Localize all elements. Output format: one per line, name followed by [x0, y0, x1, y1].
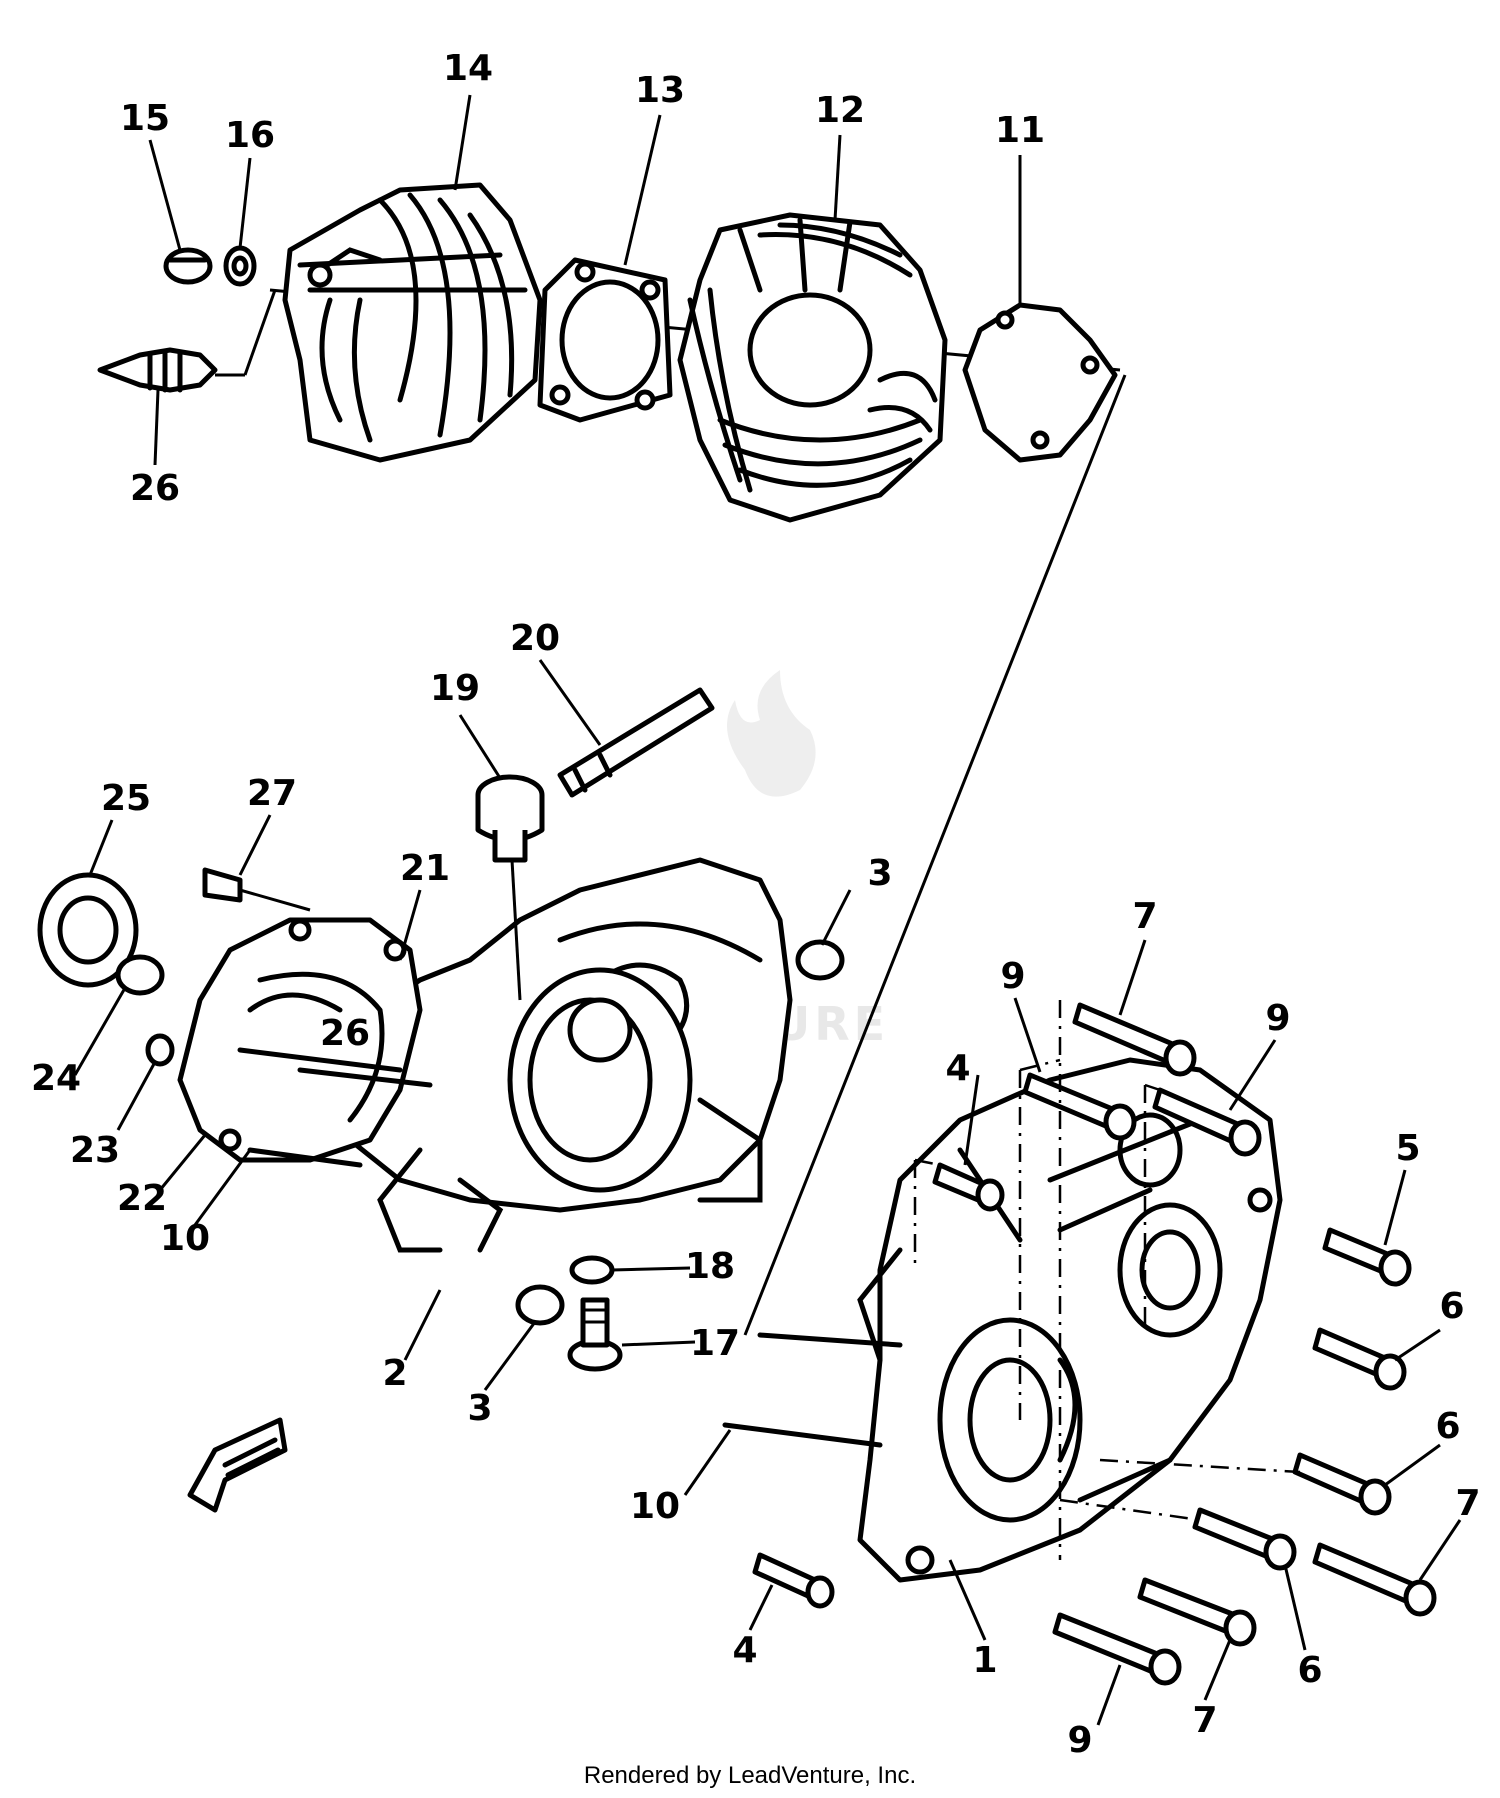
crankcase-cover — [177, 917, 423, 1163]
callout-26: 26 — [320, 1013, 370, 1054]
cylinder — [677, 212, 948, 523]
bolt-6-a — [1312, 1327, 1407, 1391]
alignment-lines — [913, 1000, 1301, 1560]
drain-washer — [569, 1255, 615, 1285]
stud-left — [247, 1067, 433, 1168]
callout-11: 11 — [995, 110, 1045, 151]
callout-4-bottom: 4 — [732, 1630, 757, 1671]
bolt-7-top — [1072, 1002, 1197, 1077]
bolt-9-b — [1152, 1087, 1262, 1157]
callout-10-right: 10 — [630, 1486, 680, 1527]
callout-9-right: 9 — [1265, 998, 1290, 1039]
bolt-9-a — [1022, 1072, 1137, 1141]
bolt-9-bottom — [1052, 1612, 1182, 1686]
callout-3-lower: 3 — [467, 1388, 492, 1429]
callout-6-bottom: 6 — [1297, 1650, 1322, 1691]
callout-15: 15 — [120, 98, 170, 139]
cap-nut — [163, 247, 213, 285]
spark-plug — [97, 289, 277, 393]
oil-seal — [37, 872, 139, 988]
dowel-upper — [795, 939, 845, 981]
callout-6-mid: 6 — [1435, 1406, 1460, 1447]
bolt-5 — [1322, 1227, 1412, 1287]
callout-10-left: 10 — [160, 1218, 210, 1259]
stud-10-right — [722, 1332, 903, 1448]
callout-23: 23 — [70, 1130, 120, 1171]
leader-lines — [73, 94, 1462, 1726]
side-gasket — [962, 302, 1118, 463]
bolt-6-b — [1292, 1452, 1392, 1516]
callout-7-bottom: 7 — [1192, 1700, 1217, 1741]
callout-7-right: 7 — [1455, 1483, 1480, 1524]
bolt-7-bottom — [1137, 1577, 1257, 1647]
callout-1: 1 — [972, 1640, 997, 1681]
callout-19: 19 — [430, 668, 480, 709]
bolt-4-bottom — [752, 1552, 835, 1609]
o-ring — [115, 954, 165, 996]
cylinder-base-gasket — [537, 257, 673, 423]
callout-4-top: 4 — [945, 1048, 970, 1089]
filler-cap — [475, 774, 545, 1001]
bolt-4-top — [932, 1162, 1005, 1212]
bolt-6-c — [1192, 1507, 1297, 1571]
footer-credit: Rendered by LeadVenture, Inc. — [583, 1762, 917, 1789]
bolt-7-right — [1312, 1542, 1437, 1617]
callout-16: 16 — [225, 115, 275, 156]
callout-5: 5 — [1395, 1128, 1420, 1169]
callout-22: 22 — [117, 1178, 167, 1219]
dowel-lower — [515, 1284, 565, 1326]
callout-18: 18 — [685, 1246, 735, 1287]
callout-25: 25 — [101, 778, 151, 819]
callout-9-left: 9 — [1000, 956, 1025, 997]
callouts: 14 13 12 11 15 16 26 20 19 27 25 21 26 2… — [31, 48, 1481, 1761]
callout-24: 24 — [31, 1058, 81, 1099]
callout-14: 14 — [443, 48, 493, 89]
left-crankcase — [337, 857, 793, 1253]
callout-13: 13 — [635, 70, 685, 111]
drain-bolt — [567, 1297, 623, 1372]
callout-27: 27 — [247, 773, 297, 814]
callout-2: 2 — [382, 1353, 407, 1394]
cylinder-head — [282, 182, 543, 463]
direction-arrow-icon — [187, 1417, 288, 1513]
washer — [223, 245, 257, 287]
small-ring — [145, 1033, 175, 1067]
callout-7-top: 7 — [1132, 896, 1157, 937]
callout-3-upper: 3 — [867, 853, 892, 894]
cover-bolt — [202, 867, 311, 912]
rod — [557, 687, 715, 798]
callout-12: 12 — [815, 90, 865, 131]
callout-21: 21 — [400, 848, 450, 889]
callout-6-top: 6 — [1439, 1286, 1464, 1327]
callout-17: 17 — [690, 1323, 740, 1364]
callout-28: 26 — [130, 468, 180, 509]
callout-9-bottom: 9 — [1067, 1720, 1092, 1761]
callout-20: 20 — [510, 618, 560, 659]
